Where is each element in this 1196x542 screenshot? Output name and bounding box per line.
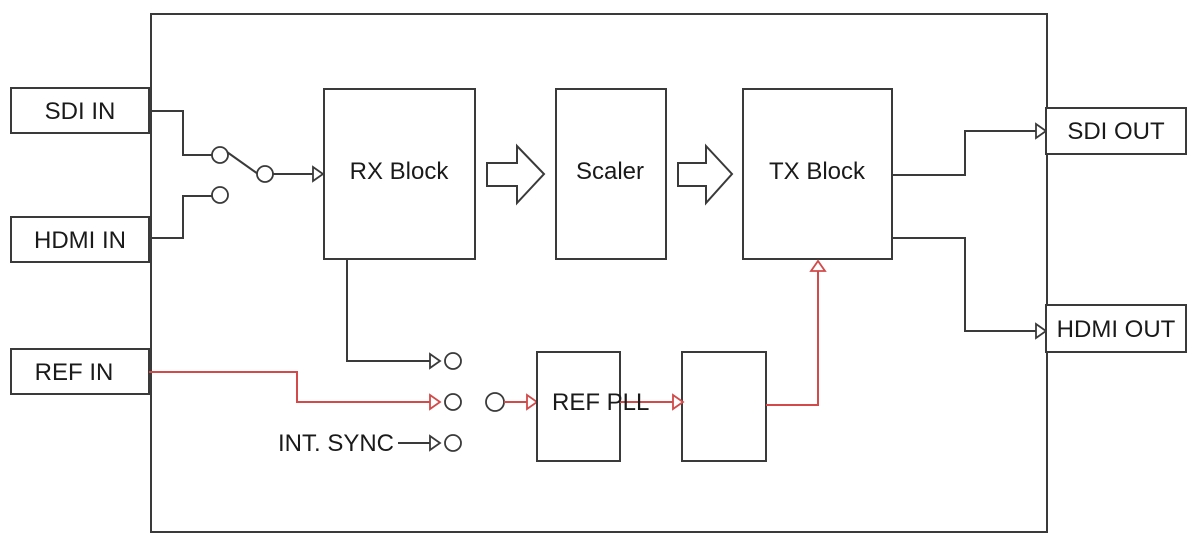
- ref-in-connection: [149, 371, 462, 411]
- hdmi-out-label: HDMI OUT: [1057, 316, 1176, 343]
- ref-in-port: REF IN: [10, 348, 150, 395]
- rx-block: RX Block: [323, 88, 476, 260]
- pll-to-timing-connection: [620, 393, 685, 411]
- timing-block: [681, 351, 767, 462]
- hdmi-out-port: HDMI OUT: [1045, 304, 1187, 353]
- ref-pll-block: [536, 351, 621, 462]
- rx-to-scaler-arrow: [486, 143, 546, 206]
- ref-in-label: REF IN: [35, 359, 114, 386]
- scaler-block-label: Scaler: [576, 158, 644, 185]
- input-selector-switch: [149, 110, 325, 239]
- tx-block: TX Block: [742, 88, 893, 260]
- scaler-to-tx-arrow: [677, 143, 734, 206]
- ref-selector-switch: [485, 392, 539, 412]
- int-sync-label: INT. SYNC: [278, 430, 394, 457]
- sdi-in-port: SDI IN: [10, 87, 150, 134]
- hdmi-in-label: HDMI IN: [34, 227, 126, 254]
- int-sync-connection: INT. SYNC: [278, 430, 462, 457]
- hdmi-in-port: HDMI IN: [10, 216, 150, 263]
- sdi-in-label: SDI IN: [45, 98, 116, 125]
- scaler-block: Scaler: [555, 88, 667, 260]
- sdi-out-connection: [892, 122, 1048, 176]
- sdi-out-port: SDI OUT: [1045, 107, 1187, 155]
- tx-block-label: TX Block: [769, 158, 866, 185]
- rx-block-label: RX Block: [350, 158, 450, 185]
- rx-ref-connection: [346, 259, 462, 370]
- sdi-out-label: SDI OUT: [1067, 118, 1165, 145]
- timing-to-tx-connection: [766, 259, 827, 406]
- ref-pll-label: REF PLL: [552, 389, 649, 416]
- hdmi-out-connection: [892, 237, 1048, 340]
